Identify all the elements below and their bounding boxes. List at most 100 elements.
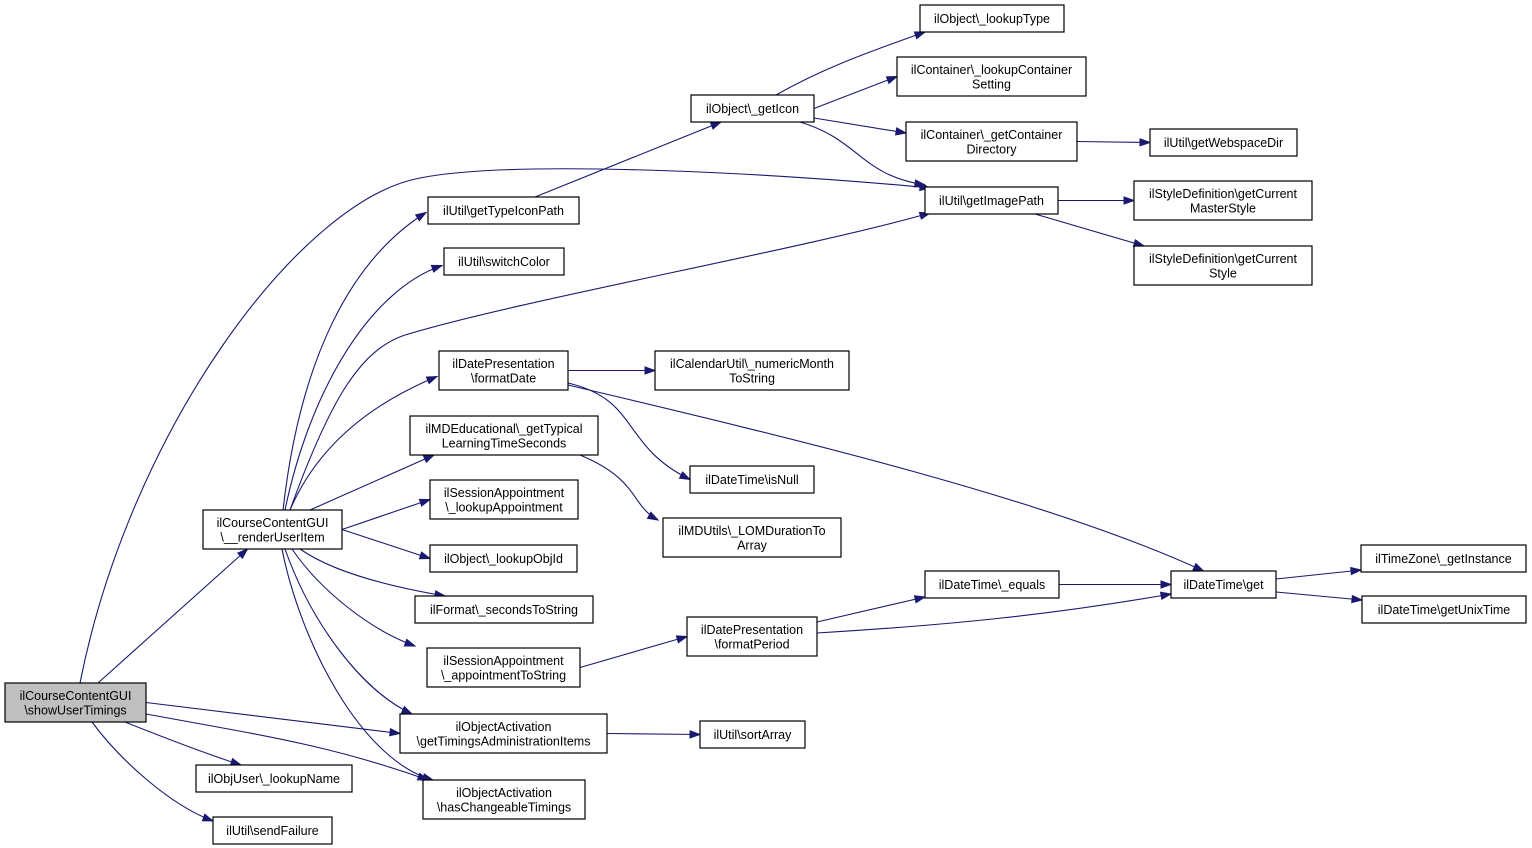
edge-line bbox=[145, 713, 429, 781]
node-label: ilUtil\sortArray bbox=[714, 728, 793, 742]
node-label: ilSessionAppointment bbox=[443, 654, 564, 668]
arrowhead-icon bbox=[400, 705, 414, 715]
edge-n26-to-n27 bbox=[816, 595, 927, 623]
graph-node[interactable]: ilUtil\sendFailure bbox=[212, 816, 333, 845]
arrowhead-icon bbox=[1160, 580, 1173, 589]
node-label: ilCourseContentGUI bbox=[217, 516, 329, 530]
graph-node[interactable]: ilUtil\switchColor bbox=[443, 247, 565, 276]
edge-line bbox=[289, 375, 438, 511]
edge-line bbox=[341, 498, 431, 531]
arrowhead-icon bbox=[675, 635, 689, 644]
graph-node[interactable]: ilUtil\getImagePath bbox=[924, 186, 1059, 215]
arrowhead-icon bbox=[425, 375, 439, 385]
graph-node[interactable]: ilDateTime\get bbox=[1170, 570, 1277, 599]
arrowhead-icon bbox=[201, 813, 215, 822]
node-label: MasterStyle bbox=[1190, 201, 1256, 215]
graph-node[interactable]: ilDatePresentation\formatDate bbox=[438, 350, 569, 391]
edge-n8-to-n22 bbox=[568, 366, 657, 375]
graph-node[interactable]: ilSessionAppointment\_appointmentToStrin… bbox=[426, 647, 581, 688]
node-label: ilUtil\switchColor bbox=[458, 255, 550, 269]
graph-node[interactable]: ilUtil\getWebspaceDir bbox=[1149, 128, 1298, 157]
node-box bbox=[409, 415, 599, 456]
graph-node[interactable]: ilObjectActivation\hasChangeableTimings bbox=[422, 779, 586, 820]
edge-line bbox=[799, 121, 926, 186]
arrowhead-icon bbox=[418, 551, 432, 560]
edge-line bbox=[79, 168, 931, 684]
graph-node[interactable]: ilMDEducational\_getTypicalLearningTimeS… bbox=[409, 415, 599, 456]
arrowhead-icon bbox=[689, 730, 702, 739]
edge-n1-to-n9 bbox=[309, 454, 436, 511]
node-label: \showUserTimings bbox=[24, 703, 126, 717]
node-box bbox=[4, 682, 147, 723]
graph-node[interactable]: ilDateTime\_equals bbox=[924, 570, 1060, 599]
arrowhead-icon bbox=[430, 264, 444, 273]
edge-line bbox=[1275, 591, 1363, 601]
graph-node[interactable]: ilTimeZone\_getInstance bbox=[1360, 544, 1527, 573]
node-label: ilContainer\_lookupContainer bbox=[911, 63, 1072, 77]
graph-node[interactable]: ilObjUser\_lookupName bbox=[195, 764, 353, 793]
edge-n1-to-n13 bbox=[291, 548, 417, 647]
node-label: ilObjectActivation bbox=[456, 720, 552, 734]
edge-line bbox=[813, 75, 898, 110]
node-label: ilMDUtils\_LOMDurationTo bbox=[678, 524, 825, 538]
edge-line bbox=[579, 454, 659, 521]
graph-node[interactable]: ilDateTime\getUnixTime bbox=[1361, 595, 1527, 624]
root-node[interactable]: ilCourseContentGUI\showUserTimings bbox=[4, 682, 147, 723]
graph-node[interactable]: ilSessionAppointment\_lookupAppointment bbox=[429, 479, 579, 520]
node-box bbox=[414, 595, 594, 624]
arrowhead-icon bbox=[644, 366, 657, 375]
node-label: ilFormat\_secondsToString bbox=[430, 603, 578, 617]
node-label: Array bbox=[737, 538, 768, 552]
edge-n9-to-n25 bbox=[579, 454, 660, 521]
graph-node[interactable]: ilDatePresentation\formatPeriod bbox=[686, 616, 818, 657]
node-label: ilUtil\sendFailure bbox=[226, 824, 318, 838]
graph-node[interactable]: ilObject\_lookupObjId bbox=[429, 544, 578, 573]
node-label: \hasChangeableTimings bbox=[437, 800, 571, 814]
node-layer: ilCourseContentGUI\showUserTimingsilCour… bbox=[4, 4, 1527, 845]
node-label: ilDateTime\get bbox=[1183, 578, 1264, 592]
edge-n1-to-n7 bbox=[284, 264, 444, 511]
node-box bbox=[905, 121, 1078, 162]
edge-n13-to-n26 bbox=[579, 635, 689, 669]
graph-node[interactable]: ilUtil\getTypeIconPath bbox=[427, 196, 580, 225]
arrowhead-icon bbox=[894, 127, 908, 136]
graph-node[interactable]: ilDateTime\isNull bbox=[689, 465, 815, 494]
node-box bbox=[1361, 595, 1527, 624]
edge-line bbox=[579, 635, 688, 669]
node-label: ilTimeZone\_getInstance bbox=[1375, 552, 1511, 566]
graph-node[interactable]: ilObject\_lookupType bbox=[919, 4, 1065, 33]
node-label: ilDatePresentation bbox=[701, 623, 803, 637]
node-label: ilContainer\_getContainer bbox=[921, 128, 1063, 142]
node-label: ilUtil\getWebspaceDir bbox=[1164, 136, 1283, 150]
edge-line bbox=[145, 701, 401, 735]
node-label: Style bbox=[1209, 266, 1237, 280]
edge-n0-to-n3 bbox=[91, 721, 215, 822]
node-label: ilStyleDefinition\getCurrent bbox=[1149, 187, 1298, 201]
arrowhead-icon bbox=[1139, 138, 1152, 147]
arrowhead-icon bbox=[229, 757, 243, 766]
node-label: ilObject\_lookupObjId bbox=[444, 552, 563, 566]
graph-node[interactable]: ilObject\_getIcon bbox=[690, 94, 815, 123]
graph-node[interactable]: ilFormat\_secondsToString bbox=[414, 595, 594, 624]
node-box bbox=[212, 816, 333, 845]
node-label: ilSessionAppointment bbox=[444, 486, 565, 500]
arrowhead-icon bbox=[422, 454, 436, 464]
node-label: ilObject\_lookupType bbox=[934, 12, 1050, 26]
graph-node[interactable]: ilObjectActivation\getTimingsAdministrat… bbox=[399, 713, 608, 754]
graph-node[interactable]: ilUtil\sortArray bbox=[699, 720, 806, 749]
node-box bbox=[1360, 544, 1527, 573]
node-label: Setting bbox=[972, 77, 1011, 91]
node-label: \_lookupAppointment bbox=[445, 500, 563, 514]
graph-node[interactable]: ilCourseContentGUI\__renderUserItem bbox=[202, 509, 343, 550]
edge-n14-to-n21 bbox=[1034, 213, 1146, 248]
node-box bbox=[429, 544, 578, 573]
node-box bbox=[443, 247, 565, 276]
edge-line bbox=[291, 548, 416, 647]
arrowhead-icon bbox=[236, 547, 249, 560]
